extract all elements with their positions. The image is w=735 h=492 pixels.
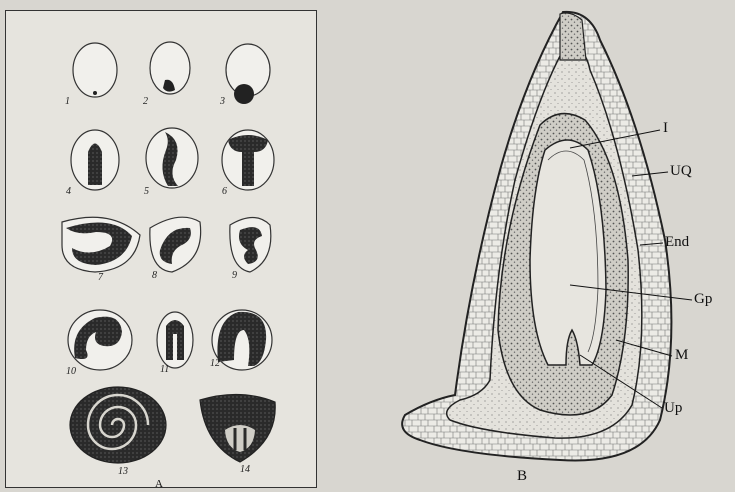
label-M: M: [675, 347, 688, 364]
seed-section: [402, 12, 692, 461]
stage-10-ovule: [68, 310, 132, 370]
stage-5-ovule: [146, 128, 198, 188]
label-Up: Up: [664, 400, 682, 417]
figure-number-4: 4: [66, 186, 71, 197]
stage-6-ovule: [222, 130, 274, 190]
figure-number-8: 8: [152, 270, 157, 281]
label-Gp: Gp: [694, 291, 712, 308]
figure-number-5: 5: [144, 186, 149, 197]
label-End: End: [665, 234, 689, 251]
stage-14-ovule: [200, 394, 275, 462]
stage-13-ovule: [70, 387, 166, 463]
stage-12-ovule: [212, 310, 272, 370]
stage-7-ovule: [62, 217, 140, 272]
stage-9-ovule: [230, 218, 271, 273]
stage-11-ovule: [157, 312, 193, 368]
figure-number-12: 12: [210, 358, 220, 369]
panel-a-label: A: [155, 478, 163, 490]
stage-3-ovule: [226, 44, 270, 104]
figure-number-1: 1: [65, 96, 70, 107]
stage-4-ovule: [71, 130, 119, 190]
stage-8-ovule: [150, 217, 201, 272]
figure-number-9: 9: [232, 270, 237, 281]
figure-number-11: 11: [160, 364, 169, 375]
figure-number-10: 10: [66, 366, 76, 377]
figure-number-7: 7: [98, 272, 103, 283]
label-UQ: UQ: [670, 163, 692, 180]
figure-number-13: 13: [118, 466, 128, 477]
figure-number-2: 2: [143, 96, 148, 107]
panel-b-label: B: [517, 468, 527, 485]
label-I: I: [663, 120, 668, 137]
stage-2-ovule: [150, 42, 190, 94]
figure-number-3: 3: [220, 96, 225, 107]
figure-number-14: 14: [240, 464, 250, 475]
stage-1-ovule: [73, 43, 117, 97]
figure-number-6: 6: [222, 186, 227, 197]
